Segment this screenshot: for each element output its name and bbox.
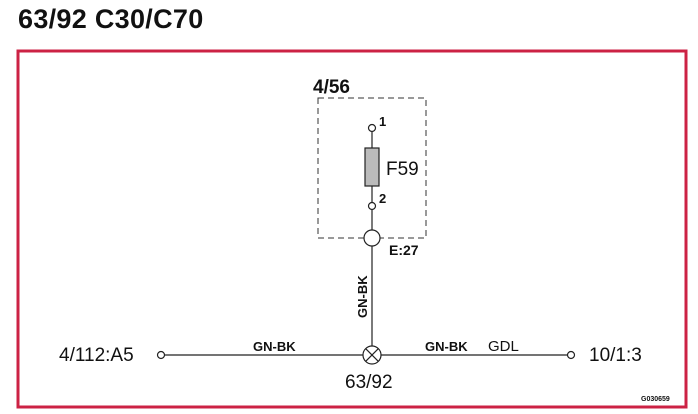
fuse-pin-2-terminal [367,201,377,211]
right-wire-color-label: GN-BK [425,339,468,354]
fuse-pin-1-label: 1 [379,114,386,129]
fuse-label: F59 [386,159,419,180]
fuse-pin-1-terminal [367,123,377,133]
right-terminal-label: 10/1:3 [589,345,642,366]
vertical-wire-color-label: GN-BK [355,275,370,318]
left-terminal-label: 4/112:A5 [59,345,134,366]
ground-junction-label: 63/92 [345,372,393,393]
junction-e27 [363,229,381,247]
left-wire-color-label: GN-BK [253,339,296,354]
diagram-frame [16,49,688,409]
ground-junction-cross-b [365,348,379,362]
module-label: 4/56 [313,77,350,98]
page-title: 63/92 C30/C70 [18,4,204,34]
fuse-pin-2-label: 2 [379,191,386,206]
right-wire-extra-label: GDL [488,338,519,355]
left-terminal [156,350,166,360]
figure-code: G030659 [641,396,670,403]
right-terminal [566,350,576,360]
junction-e27-label: E:27 [389,242,419,258]
fuse-body [364,147,380,187]
